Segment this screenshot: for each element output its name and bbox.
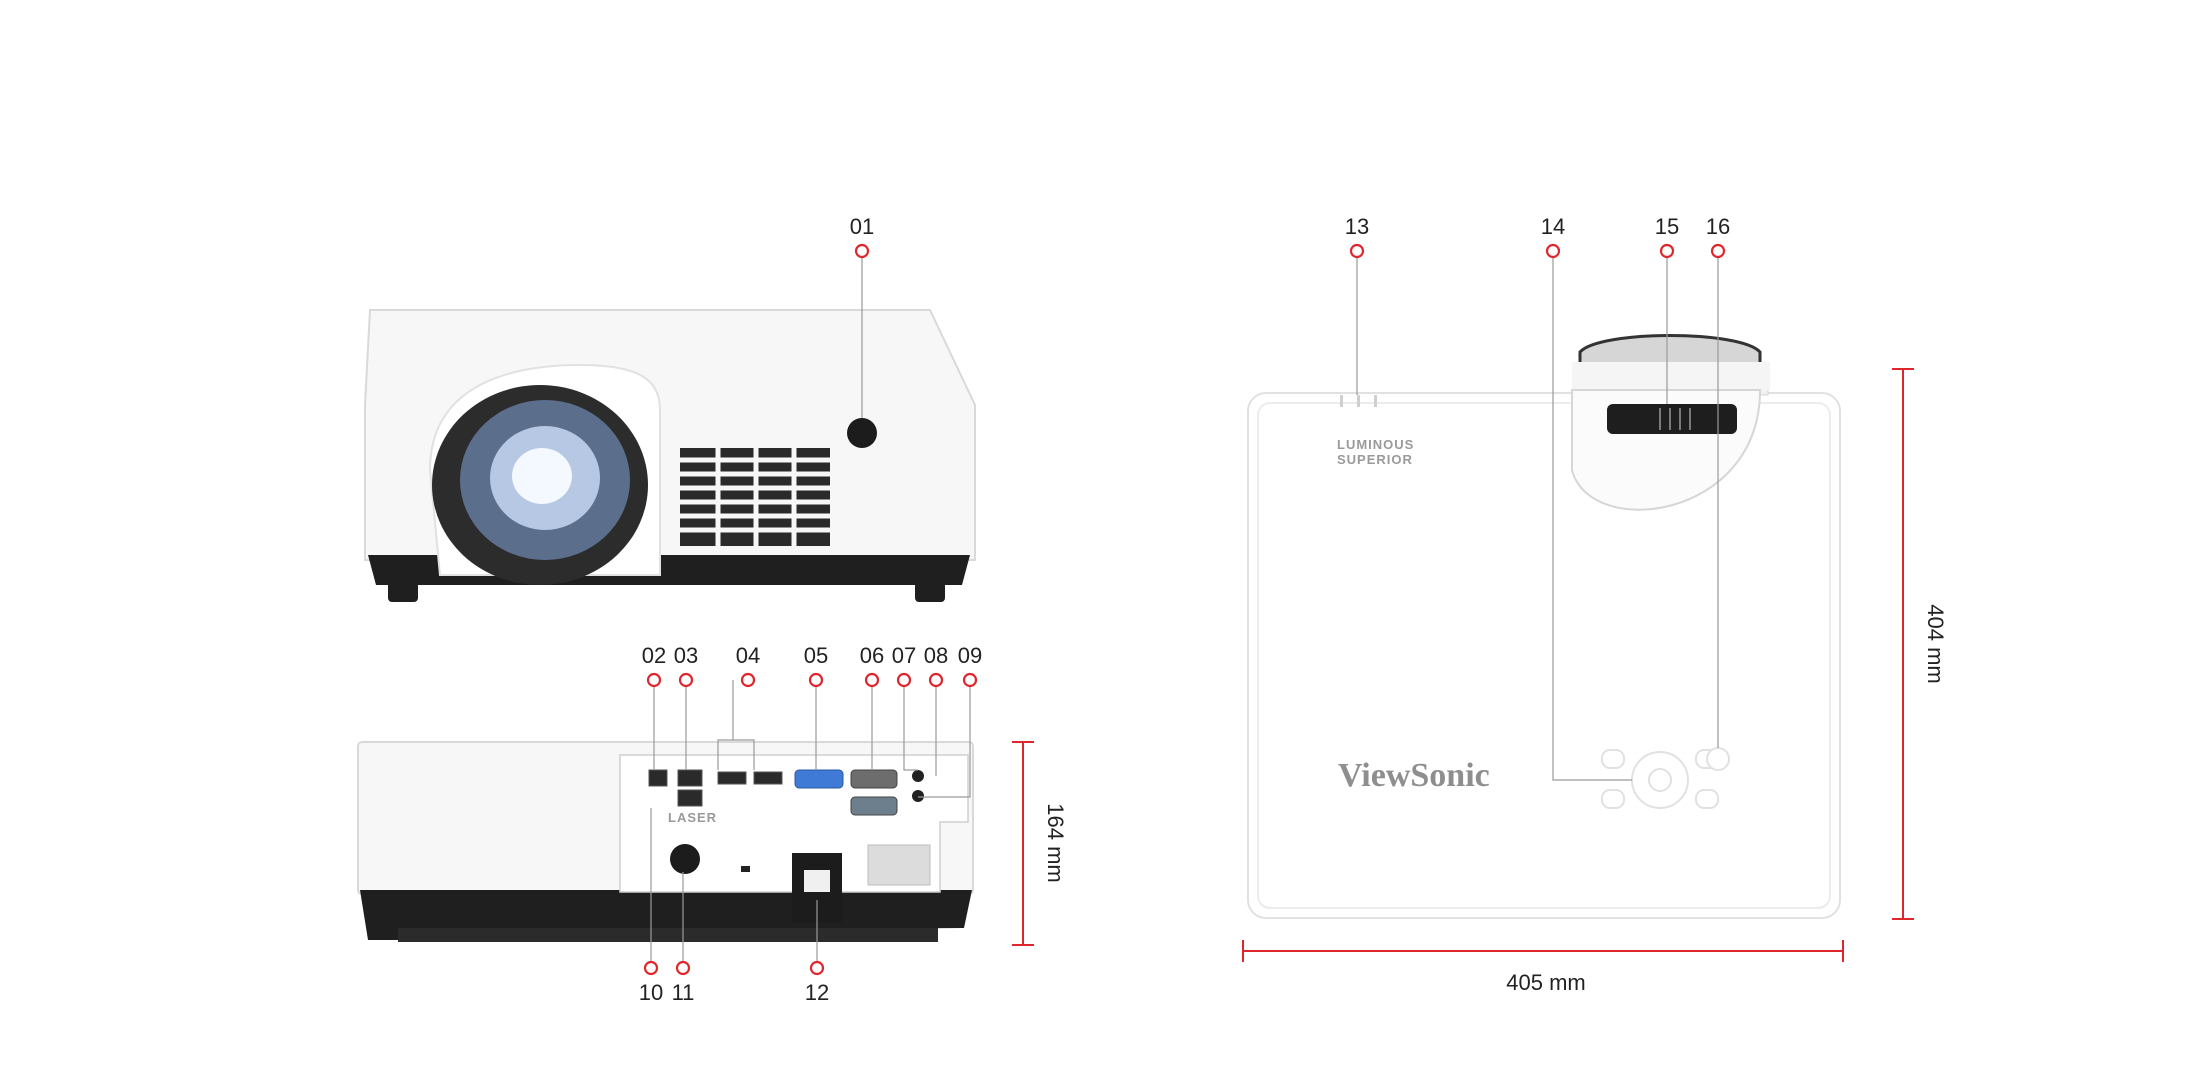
- svg-text:09: 09: [958, 643, 982, 668]
- usb-b-port: [648, 769, 668, 787]
- callout-06: 06: [860, 643, 884, 688]
- callout-10: 10: [639, 960, 663, 1005]
- dimension-top-width: 405 mm: [1242, 940, 1844, 995]
- hdmi-port-2: [753, 771, 783, 785]
- audio-in-port: [912, 770, 924, 782]
- top-depth-label: 404 mm: [1923, 604, 1948, 683]
- rs232-port: [850, 796, 898, 816]
- badge-line2: SUPERIOR: [1337, 452, 1413, 467]
- callout-04: 04: [736, 643, 760, 688]
- security-slot: [741, 866, 750, 872]
- svg-text:14: 14: [1541, 214, 1565, 239]
- callout-03: 03: [674, 643, 698, 688]
- callout-09: 09: [958, 643, 982, 688]
- svg-text:01: 01: [850, 214, 874, 239]
- vga-out-port: [850, 769, 898, 789]
- speaker-grill: [867, 844, 931, 886]
- callout-02: 02: [642, 643, 666, 688]
- callout-01: 01: [850, 214, 874, 259]
- hdmi-port-1: [717, 771, 747, 785]
- svg-text:06: 06: [860, 643, 884, 668]
- rear-height-label: 164 mm: [1043, 803, 1068, 882]
- focus-ring: [1607, 404, 1737, 434]
- ir-sensor-front: [847, 418, 877, 448]
- brand-logo: ViewSonic: [1338, 757, 1490, 794]
- vga-in-port: [794, 769, 844, 789]
- svg-text:11: 11: [672, 980, 695, 1005]
- audio-out-port: [912, 790, 924, 802]
- badge-line1: LUMINOUS: [1337, 437, 1414, 452]
- lan-port-top: [677, 769, 703, 787]
- top-width-label: 405 mm: [1506, 970, 1585, 995]
- callout-05: 05: [804, 643, 828, 688]
- svg-text:16: 16: [1706, 214, 1730, 239]
- svg-text:03: 03: [674, 643, 698, 668]
- svg-text:02: 02: [642, 643, 666, 668]
- callout-08: 08: [924, 643, 948, 688]
- dimension-rear-height: 164 mm: [1012, 741, 1068, 946]
- callout-12: 12: [805, 960, 829, 1005]
- front-vent: [680, 448, 830, 546]
- status-leds: [1340, 395, 1377, 407]
- callout-15: 15: [1655, 214, 1679, 259]
- callout-07: 07: [892, 643, 916, 688]
- svg-text:15: 15: [1655, 214, 1679, 239]
- svg-text:07: 07: [892, 643, 916, 668]
- rear-view: LASER: [357, 741, 974, 942]
- callout-11: 11: [672, 960, 695, 1005]
- front-view: [364, 309, 976, 602]
- ir-sensor-rear: [670, 844, 700, 874]
- svg-text:13: 13: [1345, 214, 1369, 239]
- dimension-top-depth: 404 mm: [1892, 368, 1948, 920]
- leader-lines: [650, 251, 1719, 962]
- lan-port-bottom: [677, 789, 703, 807]
- rear-laser-logo: LASER: [668, 810, 717, 825]
- callout-14: 14: [1541, 214, 1565, 259]
- svg-text:04: 04: [736, 643, 760, 668]
- svg-text:12: 12: [805, 980, 829, 1005]
- callouts: 01 02 03 04 05 06 07 08: [639, 214, 1730, 1005]
- svg-text:05: 05: [804, 643, 828, 668]
- svg-text:10: 10: [639, 980, 663, 1005]
- callout-16: 16: [1706, 214, 1730, 259]
- top-view: LUMINOUS SUPERIOR ViewSonic: [1247, 334, 1841, 919]
- power-button[interactable]: [1706, 747, 1730, 771]
- callout-13: 13: [1345, 214, 1369, 259]
- svg-text:08: 08: [924, 643, 948, 668]
